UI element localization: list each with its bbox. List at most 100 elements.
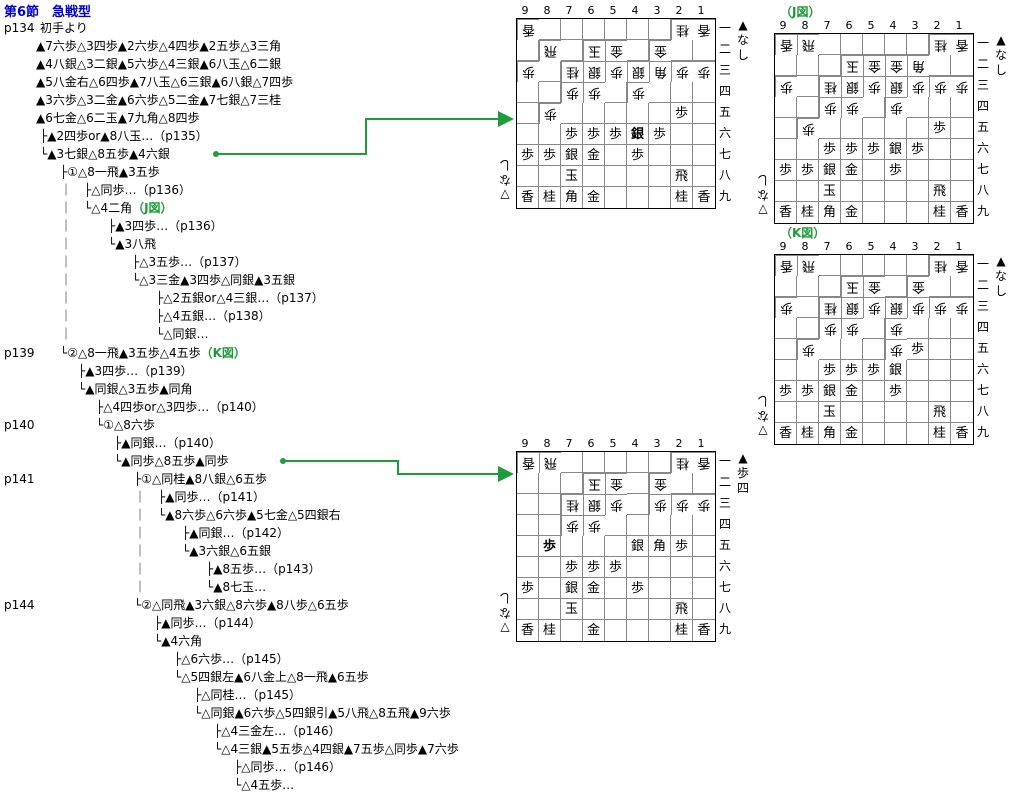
board-square: 桂 — [671, 19, 693, 40]
board-square: 歩 — [627, 578, 649, 599]
board-square — [929, 55, 951, 76]
board-square: 香 — [697, 190, 711, 205]
board-square — [775, 402, 797, 423]
board-square: 金 — [841, 381, 863, 402]
column-number: 9 — [521, 4, 529, 17]
board-square — [929, 97, 951, 118]
board-square: 歩 — [517, 61, 539, 82]
sente-hand: ▲なし — [736, 18, 749, 62]
board-square — [797, 297, 819, 318]
board-square — [671, 124, 693, 145]
board-square — [819, 118, 841, 139]
arrow-to-board-4 — [283, 460, 514, 482]
board-square: 香 — [951, 255, 973, 276]
board-square: 歩 — [583, 124, 605, 145]
board-square: 銀 — [885, 139, 907, 160]
board-square: 香 — [517, 452, 539, 473]
gote-hand: ▽なし — [757, 394, 770, 438]
board-square: 香 — [775, 423, 797, 444]
board-square — [649, 145, 671, 166]
board-square — [561, 473, 583, 494]
tree-line: └▲4六角 — [154, 634, 203, 648]
board-square — [693, 103, 715, 124]
board-square: 銀 — [627, 124, 649, 145]
board-square — [561, 40, 583, 61]
board-square — [775, 181, 797, 202]
board-square — [627, 40, 649, 61]
board-square: 歩 — [907, 339, 929, 360]
board-square — [775, 276, 797, 297]
board-square: 金 — [605, 40, 627, 61]
board-square — [907, 202, 929, 223]
board-square: 桂 — [929, 423, 951, 444]
board-square — [561, 19, 583, 40]
column-number: 1 — [697, 4, 705, 17]
tree-line: ▲6七金△6二玉▲7九角△8四歩 — [36, 111, 200, 125]
board-square — [605, 578, 627, 599]
board-square — [693, 166, 715, 187]
tree-line: ▲3六歩△3二金▲6六歩△5二金▲7七銀△7三桂 — [36, 93, 282, 107]
board-square — [929, 360, 951, 381]
board-square: 金 — [583, 145, 605, 166]
row-number: 二 — [976, 278, 989, 292]
tree-line: └△4五歩… — [234, 778, 295, 792]
board-square: 飛 — [671, 166, 693, 187]
board-square — [951, 181, 973, 202]
board-square: 角 — [649, 61, 671, 82]
board-square — [863, 202, 885, 223]
board-grid: 香飛桂香玉金金角歩桂銀歩銀歩歩歩歩歩歩歩歩歩歩歩銀歩歩歩銀金歩玉飛香桂角金桂香 — [774, 33, 974, 224]
board-square: 金 — [907, 276, 929, 297]
page-label: p139 — [4, 346, 35, 360]
board-square — [841, 255, 863, 276]
row-number: 八 — [976, 183, 989, 197]
board-square — [649, 557, 671, 578]
row-number: 二 — [718, 42, 731, 56]
board-square: 銀 — [627, 61, 649, 82]
board-square — [929, 139, 951, 160]
board-square — [775, 339, 797, 360]
board-square — [583, 19, 605, 40]
board-square: 桂 — [671, 452, 693, 473]
column-number: 8 — [801, 240, 809, 253]
board-square — [907, 255, 929, 276]
board-square: 香 — [955, 205, 969, 220]
board-square — [649, 187, 671, 208]
board-square — [951, 381, 973, 402]
board-square — [671, 473, 693, 494]
board-square: 銀 — [885, 360, 907, 381]
board-square: 歩 — [841, 360, 863, 381]
board-square — [951, 339, 973, 360]
board-square — [885, 402, 907, 423]
board-square — [693, 124, 715, 145]
tree-line: └②△8一飛▲3五歩△4五歩（K図） — [60, 344, 246, 362]
column-number: 4 — [889, 240, 897, 253]
board-square — [539, 473, 561, 494]
board-square — [907, 360, 929, 381]
board-square — [671, 557, 693, 578]
board-square: 飛 — [539, 452, 561, 473]
board-square: 桂 — [671, 620, 693, 641]
board-square — [841, 402, 863, 423]
row-number: 二 — [718, 475, 731, 489]
board-square — [885, 255, 907, 276]
column-number: 1 — [955, 19, 963, 32]
board-square — [885, 181, 907, 202]
board-square — [951, 402, 973, 423]
sente-hand: ▲なし — [994, 33, 1007, 77]
column-number: 3 — [911, 19, 919, 32]
row-numbers: 一二三四五六七八九 — [718, 18, 732, 207]
page-label: p144 — [4, 598, 35, 612]
board-square: 歩 — [929, 297, 951, 318]
column-number: 6 — [587, 4, 595, 17]
board-square — [929, 381, 951, 402]
board-square: 歩 — [819, 360, 841, 381]
board-square: 銀 — [885, 76, 907, 97]
board-square: 歩 — [841, 318, 863, 339]
tree-line: └①△8六歩 — [96, 418, 155, 432]
row-number: 四 — [718, 84, 731, 98]
board-square — [627, 103, 649, 124]
board-square: 銀 — [583, 61, 605, 82]
board-square: 飛 — [929, 181, 951, 202]
column-number: 5 — [867, 19, 875, 32]
board-square — [907, 402, 929, 423]
